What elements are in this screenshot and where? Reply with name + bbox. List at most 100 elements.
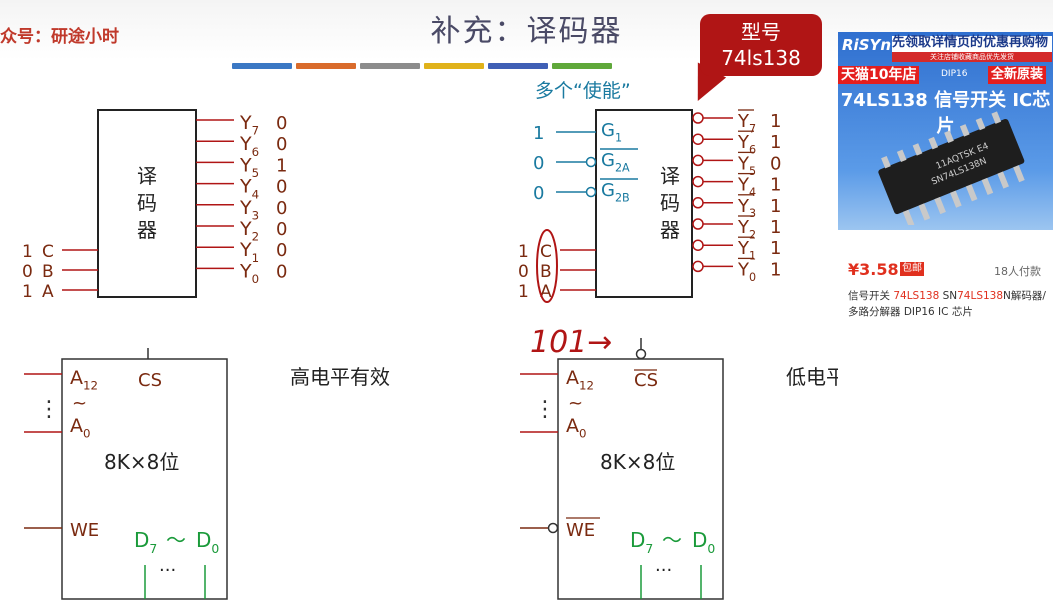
data-range-tilde: ～	[662, 528, 682, 552]
output-label: Y7	[737, 111, 756, 135]
input-circle-annotation	[536, 229, 558, 303]
decoder-body-label: 器	[660, 218, 680, 242]
title-stripe	[360, 63, 420, 69]
output-label: Y1	[737, 238, 756, 262]
address-dots: ⋮	[534, 397, 556, 422]
output-value: 1	[276, 155, 287, 176]
input-name: C	[42, 242, 54, 262]
package-label: DIP16	[941, 69, 968, 79]
inversion-bubble	[692, 175, 704, 188]
output-label: Y6	[239, 133, 259, 159]
brand-logo: RiSYn	[842, 36, 892, 54]
title-stripe	[552, 63, 612, 69]
desc-part: 信号开关	[848, 290, 894, 302]
cs-label: CS	[634, 370, 658, 391]
data-dots: ···	[159, 560, 176, 581]
output-label: Y3	[239, 197, 259, 223]
output-value: 1	[770, 238, 781, 259]
enable-label: G2A	[601, 150, 630, 174]
output-value: 0	[276, 177, 287, 198]
chip-pin	[965, 184, 978, 202]
decoder-body-label: 译	[137, 164, 157, 188]
enable-value: 0	[533, 153, 544, 174]
inversion-bubble	[692, 260, 704, 273]
output-label: Y1	[239, 239, 259, 265]
chip-pin	[991, 111, 1002, 124]
ad-headline: 74LS138 信号开关 IC芯片	[840, 90, 1051, 137]
output-value: 0	[770, 153, 781, 174]
chip-pin	[912, 143, 923, 156]
desc-part: SN	[939, 290, 958, 302]
product-description[interactable]: 信号开关 74LS138 SN74LS138N解码器/多路分解器 DIP16 I…	[848, 288, 1048, 320]
sold-count: 18人付款	[994, 265, 1041, 278]
polarity-caption: 高电平有效	[290, 365, 390, 389]
address-high-label: A12	[566, 367, 594, 393]
polarity-caption: 低电平有效	[786, 365, 838, 389]
enable-note: 多个“使能”	[535, 80, 631, 102]
input-value: 1	[22, 242, 33, 262]
memory-chip-body	[61, 358, 228, 600]
product-ad[interactable]: RiSYn 先领取详情页的优惠再购物 关注店铺收藏商品优先发货 天猫10年店 D…	[838, 32, 1053, 327]
input-value: 1	[22, 282, 33, 302]
inversion-bubble	[585, 156, 597, 168]
output-value: 1	[770, 132, 781, 153]
input-name: B	[540, 262, 552, 282]
decoder-body-label: 器	[137, 218, 157, 242]
output-label: Y0	[239, 260, 259, 286]
chip-pin	[997, 171, 1009, 189]
chip-pin	[981, 177, 994, 195]
data-low-label: D0	[196, 528, 219, 556]
decoder-body	[97, 109, 197, 298]
title-stripe	[424, 63, 484, 69]
inversion-bubble	[635, 348, 647, 360]
chip-pin	[975, 117, 986, 131]
model-callout: 型号 74ls138	[700, 14, 822, 76]
input-value: 0	[22, 262, 33, 282]
ad-banner-sub: 关注店铺收藏商品优先发货	[892, 52, 1052, 62]
ad-image: RiSYn 先领取详情页的优惠再购物 关注店铺收藏商品优先发货 天猫10年店 D…	[838, 32, 1053, 230]
chip-pin	[881, 155, 891, 169]
enable-value: 0	[533, 183, 544, 204]
chip-pin	[1013, 165, 1025, 183]
inversion-bubble	[692, 112, 704, 124]
inversion-bubble	[692, 218, 704, 230]
chip-image: 11AQTSK E4 SN74LS138N	[878, 111, 1025, 225]
address-dots: ⋮	[38, 397, 60, 422]
desc-part-highlight: 74LS138	[893, 290, 940, 302]
output-label: Y6	[737, 132, 756, 156]
inversion-bubble	[692, 239, 704, 251]
ad-banner: 先领取详情页的优惠再购物	[892, 36, 1052, 56]
inversion-bubble	[547, 522, 559, 534]
chip-pin	[959, 124, 970, 137]
price: ¥3.58	[848, 260, 899, 279]
chip-pin	[934, 197, 946, 215]
chip-pin	[950, 190, 962, 208]
input-value: 1	[518, 282, 529, 302]
inversion-bubble	[692, 154, 704, 167]
chip-pin	[918, 203, 931, 221]
address-range-tilde: ~	[72, 393, 87, 414]
chip-body	[878, 118, 1025, 215]
decoder-body-label: 码	[660, 191, 680, 215]
output-label: Y5	[239, 154, 259, 180]
data-high-label: D7	[134, 528, 157, 556]
output-value: 0	[276, 198, 287, 219]
desc-part-highlight: 74LS138	[957, 290, 1004, 302]
output-value: 1	[770, 111, 781, 132]
chip-pin	[928, 136, 939, 150]
slide-title: 补充：译码器	[430, 14, 623, 49]
memory-size: 8K×8位	[104, 450, 179, 474]
input-name: A	[540, 282, 552, 302]
chip-pin	[902, 209, 915, 225]
output-label: Y4	[737, 175, 756, 199]
enable-label: G1	[601, 120, 622, 144]
output-value: 0	[276, 219, 287, 240]
free-shipping-tag: 包邮	[900, 262, 924, 276]
chip-pin	[944, 130, 954, 143]
enable-label: G2B	[601, 180, 630, 204]
output-label: Y7	[239, 112, 259, 138]
